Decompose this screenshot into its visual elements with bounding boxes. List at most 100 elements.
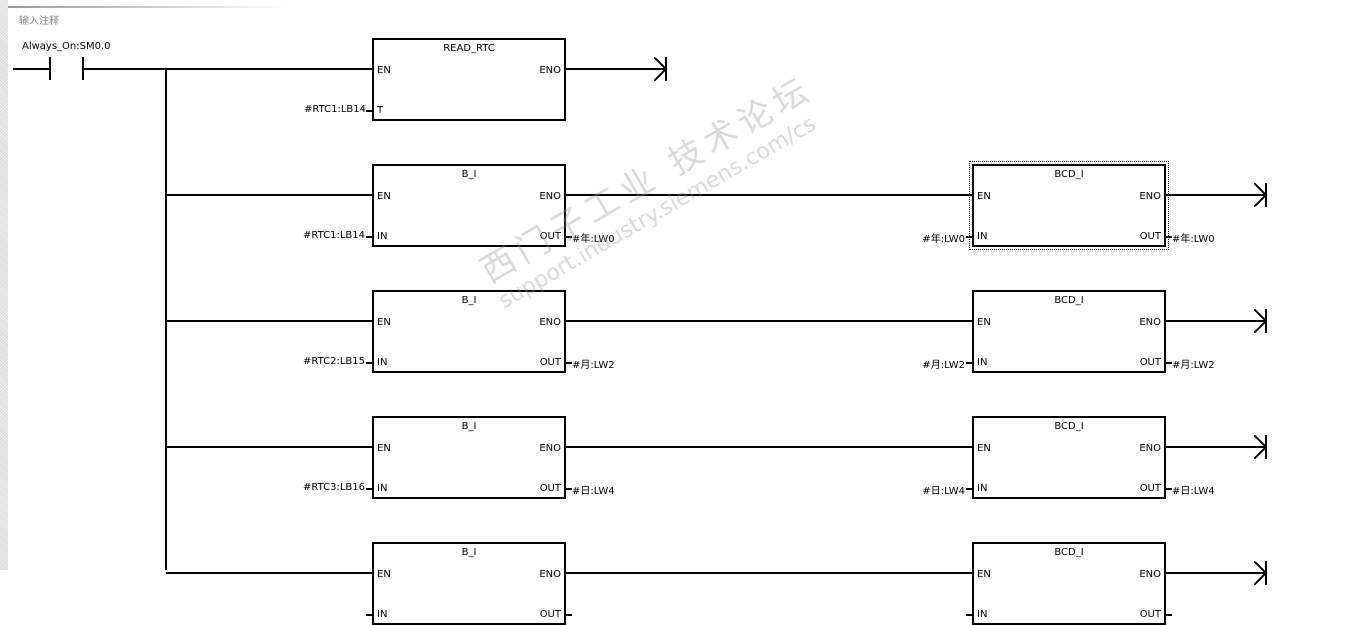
out-pin: OUT [1139, 483, 1161, 494]
eno-wire [564, 194, 972, 196]
eno-wire [564, 572, 972, 574]
eno-pin: ENO [1139, 191, 1161, 202]
eno-pin: ENO [539, 317, 561, 328]
left-gutter [0, 0, 8, 570]
eno-wire [1166, 572, 1267, 574]
branch-wire [166, 320, 372, 322]
output-arrow-icon [1254, 183, 1268, 207]
contact-left-bar[interactable] [49, 57, 51, 80]
bcd-i-block[interactable]: BCD_I EN ENO IN OUT [972, 290, 1166, 373]
out-pin: OUT [539, 231, 561, 242]
eno-pin: ENO [539, 191, 561, 202]
block-title: BCD_I [1054, 169, 1084, 180]
eno-pin: ENO [539, 65, 561, 76]
en-pin: EN [377, 443, 391, 454]
en-pin: EN [977, 443, 991, 454]
block-title: B_I [461, 547, 477, 558]
out-operand[interactable]: #月:LW2 [1172, 360, 1215, 371]
pin-stub [366, 362, 372, 364]
pin-stub [966, 362, 972, 364]
out-operand[interactable]: #日:LW4 [1172, 486, 1215, 497]
branch-bus [165, 68, 167, 570]
branch-wire [166, 194, 372, 196]
output-arrow-icon [1254, 561, 1268, 585]
pin-stub [566, 488, 572, 490]
in-operand[interactable]: #RTC3:LB16 [303, 482, 365, 493]
pin-stub [966, 488, 972, 490]
in-pin: IN [977, 483, 988, 494]
out-pin: OUT [539, 609, 561, 620]
block-title: BCD_I [1054, 547, 1084, 558]
in-operand[interactable]: #RTC2:LB15 [303, 356, 365, 367]
in-pin: IN [977, 231, 988, 242]
pin-stub [366, 236, 372, 238]
network-comment[interactable]: 输入注释 [19, 16, 59, 27]
in-operand[interactable]: #RTC1:LB14 [303, 230, 365, 241]
t-operand[interactable]: #RTC1:LB14 [304, 104, 366, 115]
output-arrow-icon [654, 57, 668, 81]
in-pin: IN [377, 357, 388, 368]
in-operand[interactable]: #年:LW0 [922, 234, 965, 245]
en-pin: EN [377, 569, 391, 580]
out-operand[interactable]: #年:LW0 [572, 234, 615, 245]
pin-stub [366, 488, 372, 490]
bcd-i-block[interactable]: BCD_I EN ENO IN OUT [972, 416, 1166, 499]
pin-stub [566, 362, 572, 364]
in-pin: IN [377, 609, 388, 620]
eno-wire [1166, 446, 1267, 448]
eno-pin: ENO [1139, 443, 1161, 454]
eno-wire [1166, 194, 1267, 196]
pin-stub [366, 614, 372, 616]
eno-pin: ENO [539, 569, 561, 580]
en-pin: EN [977, 569, 991, 580]
output-arrow-icon [1254, 309, 1268, 333]
left-rail-wire [13, 68, 50, 70]
pin-stub [566, 236, 572, 238]
en-pin: EN [377, 65, 391, 76]
out-operand[interactable]: #月:LW2 [572, 360, 615, 371]
block-title: BCD_I [1054, 295, 1084, 306]
out-operand[interactable]: #年:LW0 [1172, 234, 1215, 245]
eno-wire [564, 446, 972, 448]
branch-wire [166, 446, 372, 448]
block-title: B_I [461, 169, 477, 180]
in-operand[interactable]: #月:LW2 [922, 360, 965, 371]
b-i-block[interactable]: B_I EN ENO IN OUT [372, 164, 566, 247]
en-pin: EN [377, 191, 391, 202]
in-pin: IN [977, 357, 988, 368]
eno-pin: ENO [539, 443, 561, 454]
in-pin: IN [377, 483, 388, 494]
pin-stub [966, 614, 972, 616]
in-pin: IN [377, 231, 388, 242]
branch-wire [166, 572, 372, 574]
pin-stub [1166, 362, 1172, 364]
in-operand[interactable]: #日:LW4 [922, 486, 965, 497]
block-title: BCD_I [1054, 421, 1084, 432]
bcd-i-block[interactable]: BCD_I EN ENO IN OUT [972, 542, 1166, 625]
eno-pin: ENO [1139, 569, 1161, 580]
read-rtc-block[interactable]: READ_RTC EN ENO T [372, 38, 566, 121]
block-title: READ_RTC [443, 43, 495, 54]
out-pin: OUT [1139, 609, 1161, 620]
network-separator [8, 6, 288, 8]
in-pin: IN [977, 609, 988, 620]
eno-wire [564, 320, 972, 322]
pin-stub [966, 236, 972, 238]
pin-stub [566, 614, 572, 616]
en-pin: EN [977, 317, 991, 328]
out-pin: OUT [539, 357, 561, 368]
pin-stub [1166, 488, 1172, 490]
b-i-block[interactable]: B_I EN ENO IN OUT [372, 542, 566, 625]
out-pin: OUT [1139, 357, 1161, 368]
en-pin: EN [977, 191, 991, 202]
out-operand[interactable]: #日:LW4 [572, 486, 615, 497]
contact-label: Always_On:SM0.0 [22, 41, 111, 52]
out-pin: OUT [539, 483, 561, 494]
pin-stub [366, 110, 372, 112]
t-pin: T [377, 105, 384, 116]
main-wire [83, 68, 372, 70]
eno-pin: ENO [1139, 317, 1161, 328]
